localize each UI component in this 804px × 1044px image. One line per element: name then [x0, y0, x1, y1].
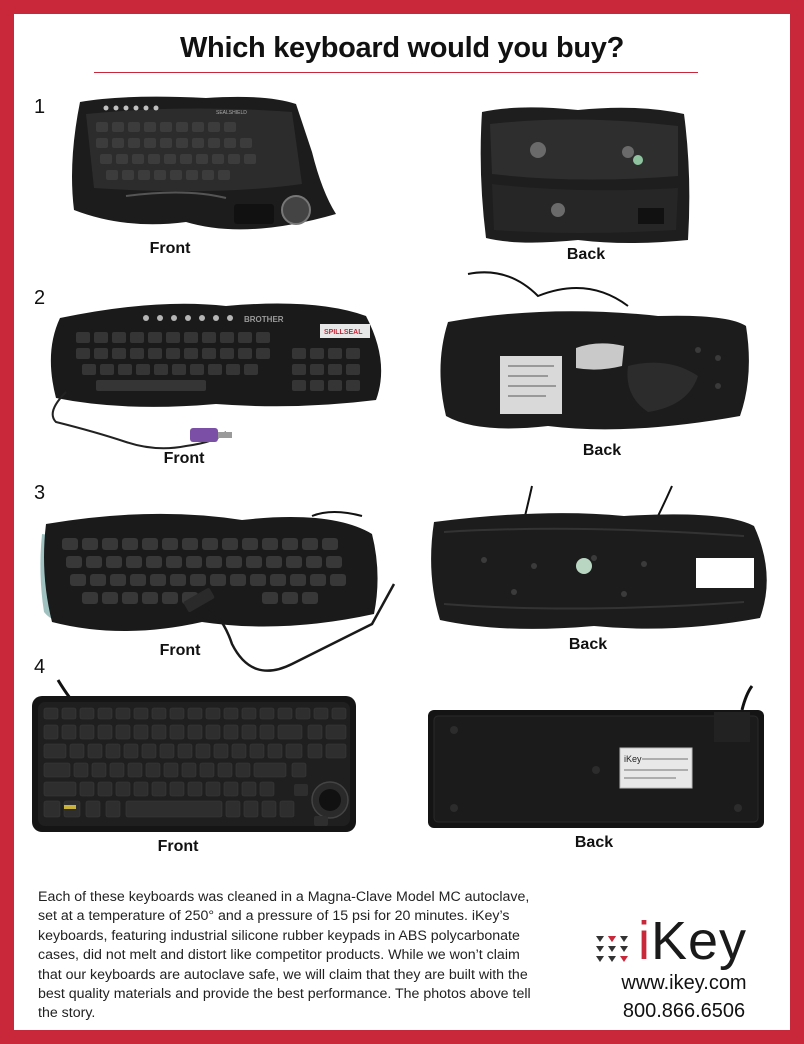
keyboard-4-back-photo: iKey [426, 678, 766, 830]
keyboard-2-front-photo: BROTHER SPILLSEAL [36, 292, 390, 458]
keyboard-2-back-photo [428, 266, 754, 442]
keyboard-1-front-photo: SEALSHIELD [66, 92, 344, 238]
keyboard-1-back-caption: Back [566, 246, 606, 263]
description-paragraph: Each of these keyboards was cleaned in a… [38, 889, 531, 1022]
phone-number: 800.866.6506 [622, 1000, 746, 1022]
keyboard-4-front-photo [30, 676, 360, 836]
ikey-logo-i: i [638, 911, 651, 971]
flyer-page: Which keyboard would you buy? 1 2 3 4 SE… [14, 14, 790, 1030]
row-number-3: 3 [34, 482, 46, 504]
keyboard-3-back-caption: Back [568, 636, 608, 653]
keyboard-2-front-caption: Front [163, 450, 205, 467]
ikey-logo: iKey [594, 911, 784, 974]
title-divider [94, 72, 698, 73]
keyboard-3-back-photo [424, 484, 776, 636]
keyboard-4-back-label-text: iKey [624, 754, 642, 764]
keyboard-3-front-photo [32, 494, 400, 684]
keyboard-1-back-photo [478, 104, 692, 246]
keyboard-1-front-caption: Front [149, 240, 191, 257]
keyboard-4-front-caption: Front [157, 838, 199, 855]
row-number-4: 4 [34, 656, 46, 678]
keyboard-2-sticker-text: SPILLSEAL [324, 329, 363, 336]
row-number-1: 1 [34, 96, 46, 118]
keyboard-4-back-caption: Back [574, 834, 614, 851]
page-title: Which keyboard would you buy? [179, 32, 625, 64]
keyboard-3-front-caption: Front [159, 642, 201, 659]
keyboard-2-brand-text: BROTHER [244, 315, 284, 324]
ikey-logo-mark-icon [596, 936, 628, 962]
keyboard-2-back-caption: Back [582, 442, 622, 459]
row-number-2: 2 [34, 287, 46, 309]
keyboard-1-logo-text: SEALSHIELD [216, 110, 247, 116]
ikey-logo-key: Key [651, 911, 748, 971]
ikey-logo-text: iKey [638, 910, 747, 972]
website-url[interactable]: www.ikey.com [621, 972, 747, 994]
